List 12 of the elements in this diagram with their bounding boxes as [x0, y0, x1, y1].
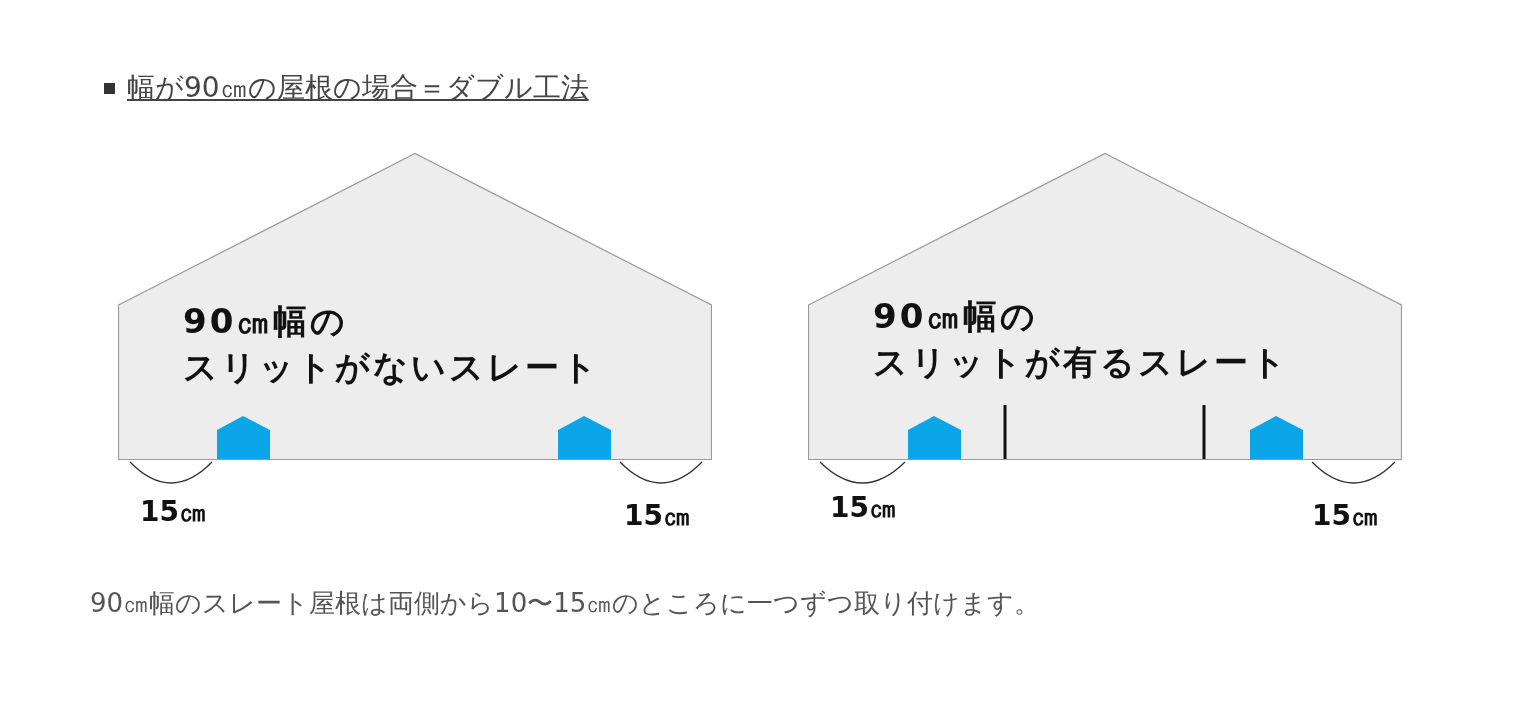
slate-label: スリットがないスレート [183, 346, 600, 389]
caption-text: 90㎝幅のスレート屋根は両側から10〜15㎝のところに一つずつ取り付けます。 [90, 587, 1041, 620]
dimension-label: 15㎝ [140, 494, 207, 530]
dimension-label: 15㎝ [1312, 498, 1379, 534]
slate-label: 90㎝幅の [873, 295, 1040, 338]
house-shape [118, 153, 712, 460]
heading-link: 幅が90㎝の屋根の場合＝ダブル工法 [127, 70, 589, 106]
slate-label: 90㎝幅の [183, 300, 350, 343]
house-shape [808, 153, 1402, 460]
dimension-label: 15㎝ [624, 498, 691, 534]
dimension-label: 15㎝ [830, 490, 897, 526]
slate-label: スリットが有るスレート [873, 341, 1289, 384]
